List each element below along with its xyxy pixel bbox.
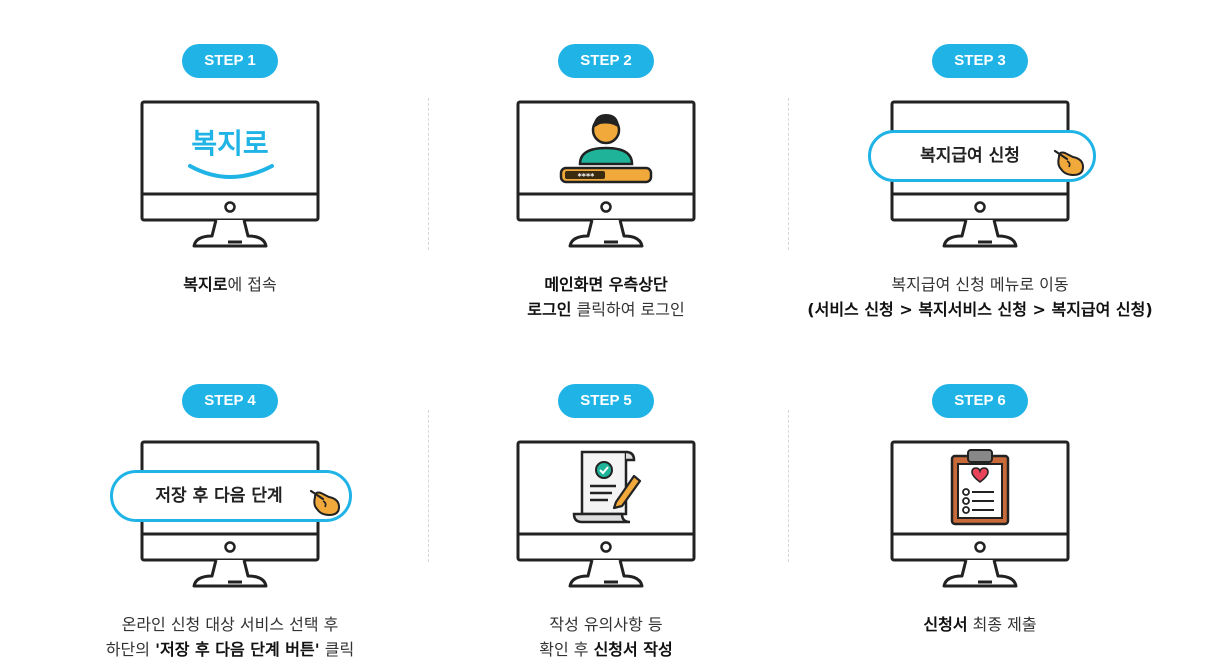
- step-description: 작성 유의사항 등 확인 후 신청서 작성: [426, 612, 786, 662]
- monitor-icon: ****: [508, 96, 704, 256]
- desc-text: 복지급여 신청 메뉴로 이동: [891, 275, 1069, 294]
- desc-text: 클릭: [319, 640, 355, 659]
- pointer-hand-icon: [1053, 147, 1087, 195]
- desc-text: 확인 후: [539, 640, 594, 659]
- monitor-icon: 복지로: [132, 96, 328, 256]
- divider: [428, 410, 429, 562]
- divider: [788, 98, 789, 250]
- desc-bold: (서비스 신청 > 복지서비스 신청 > 복지급여 신청): [807, 300, 1153, 319]
- step-description: 신청서 최종 제출: [800, 612, 1160, 637]
- monitor-icon: [508, 436, 704, 596]
- button-label: 복지급여 신청: [920, 146, 1020, 166]
- step-description: 복지급여 신청 메뉴로 이동 (서비스 신청 > 복지서비스 신청 > 복지급여…: [800, 272, 1160, 322]
- step-description: 복지로에 접속: [50, 272, 410, 297]
- pointer-hand-icon: [309, 487, 343, 535]
- step-description: 메인화면 우측상단 로그인 클릭하여 로그인: [426, 272, 786, 322]
- step-badge: STEP 5: [558, 384, 654, 418]
- save-next-step-button[interactable]: 저장 후 다음 단계: [110, 470, 352, 522]
- desc-text: 클릭하여 로그인: [571, 300, 685, 319]
- desc-text: 하단의: [105, 640, 156, 659]
- step-badge: STEP 3: [932, 44, 1028, 78]
- monitor-icon: [882, 436, 1078, 596]
- desc-bold: 신청서 작성: [593, 640, 673, 659]
- divider: [428, 98, 429, 250]
- step-badge: STEP 6: [932, 384, 1028, 418]
- desc-bold: 로그인: [527, 300, 572, 319]
- desc-text: 온라인 신청 대상 서비스 선택 후: [121, 615, 339, 634]
- desc-text: 작성 유의사항 등: [549, 615, 663, 634]
- apply-welfare-button[interactable]: 복지급여 신청: [868, 130, 1096, 182]
- desc-bold: 복지로: [183, 275, 228, 294]
- desc-text: 에 접속: [227, 275, 277, 294]
- desc-bold: 메인화면 우측상단: [544, 275, 668, 294]
- button-label: 저장 후 다음 단계: [155, 486, 283, 506]
- step-description: 온라인 신청 대상 서비스 선택 후 하단의 '저장 후 다음 단계 버튼' 클…: [50, 612, 410, 662]
- desc-bold: 신청서: [923, 615, 968, 634]
- step-badge: STEP 4: [182, 384, 278, 418]
- desc-bold: '저장 후 다음 단계 버튼': [155, 640, 320, 659]
- bokjiro-logo: 복지로: [191, 127, 269, 160]
- divider: [788, 410, 789, 562]
- password-mask: ****: [577, 172, 595, 181]
- step-badge: STEP 2: [558, 44, 654, 78]
- desc-text: 최종 제출: [967, 615, 1037, 634]
- step-badge: STEP 1: [182, 44, 278, 78]
